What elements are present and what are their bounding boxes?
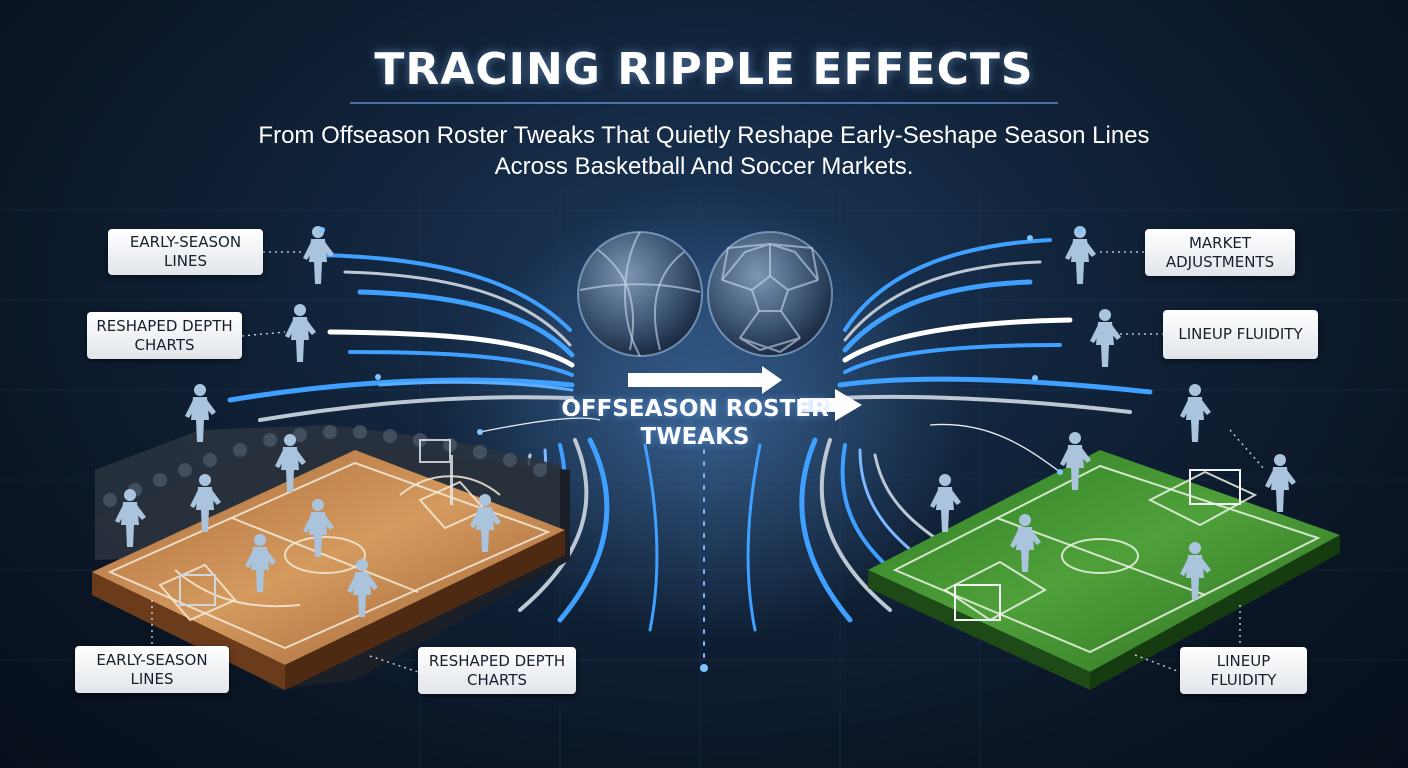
right-ripple-lines — [837, 238, 1153, 414]
label-right-mid: LINEUP FLUIDITY — [1163, 310, 1318, 359]
center-hub-label: OFFSEASON ROSTER TWEAKS — [561, 396, 829, 450]
label-right-bottom: LINEUP FLUIDITY — [1180, 647, 1307, 694]
soccer-goals — [954, 469, 1241, 621]
page-subtitle: From Offseason Roster Tweaks That Quietl… — [258, 122, 1150, 180]
basketball-hoop — [419, 439, 453, 505]
leader-lines — [151, 251, 1266, 673]
label-center-bottom: RESHAPED DEPTH CHARTS — [418, 647, 576, 694]
basketball-icon — [577, 231, 703, 357]
label-left-mid: RESHAPED DEPTH CHARTS — [87, 312, 242, 359]
page-title: TRACING RIPPLE EFFECTS — [374, 44, 1034, 95]
label-right-top: MARKET ADJUSTMENTS — [1145, 229, 1295, 276]
soccer-ball-icon — [707, 231, 833, 357]
left-ripple-lines — [227, 253, 575, 422]
label-left-bottom: EARLY-SEASON LINES — [75, 646, 229, 693]
arrow-right-icon — [628, 366, 862, 421]
soccer-pitch — [868, 450, 1340, 690]
court-goal-frame — [179, 574, 216, 606]
label-left-top: EARLY-SEASON LINES — [108, 229, 263, 275]
